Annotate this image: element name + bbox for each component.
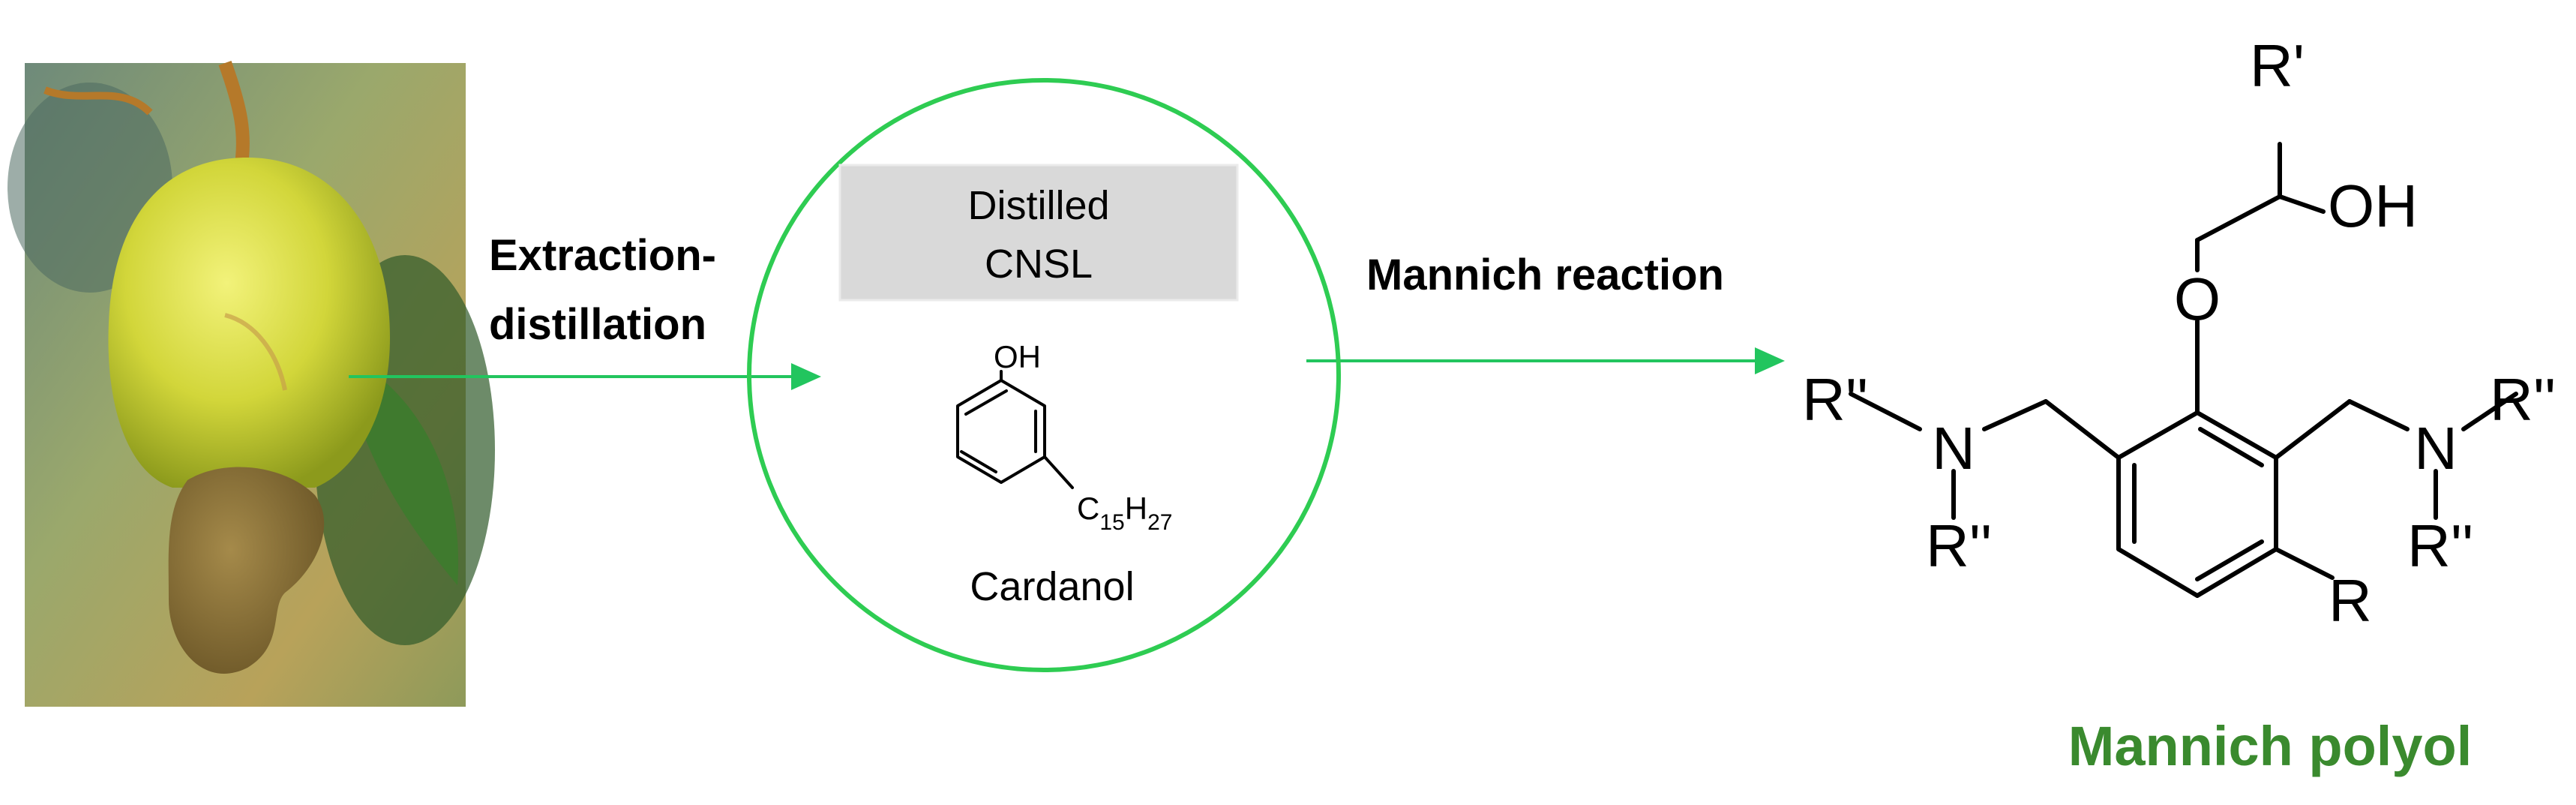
product-r2-right-top-label: R'' [2490, 366, 2556, 433]
extraction-label-line2: distillation [489, 300, 706, 349]
mannich-reaction-label: Mannich reaction [1366, 251, 1724, 299]
distilled-cnsl-line2: CNSL [985, 242, 1093, 287]
cardanol-structure: OH C15H27 Cardanol [956, 339, 1172, 609]
arrow-mannich [1306, 347, 1785, 374]
cardanol-circle [747, 78, 1341, 672]
product-name: Mannich polyol [2068, 715, 2473, 777]
product-n-left-label: N [1932, 415, 1975, 482]
cardanol-oh-label: OH [994, 339, 1041, 374]
product-r-prime-label: R' [2250, 32, 2305, 99]
product-r-label: R [2329, 567, 2372, 634]
distilled-cnsl-box: Distilled CNSL [838, 164, 1239, 302]
distilled-cnsl-line1: Distilled [967, 183, 1109, 228]
product-r2-right-bottom-label: R'' [2407, 512, 2473, 579]
product-r2-left-top-label: R'' [1802, 366, 1868, 433]
mannich-polyol-structure: R' OH O N N R'' R'' R'' R'' R [1802, 32, 2556, 634]
arrow-extraction [349, 363, 821, 390]
product-o-label: O [2174, 266, 2221, 332]
extraction-label-line1: Extraction- [489, 231, 716, 280]
product-oh-label: OH [2328, 173, 2418, 239]
cardanol-name: Cardanol [970, 564, 1134, 609]
product-n-right-label: N [2414, 415, 2458, 482]
product-r2-left-bottom-label: R'' [1926, 512, 1992, 579]
cashew-photo [7, 60, 495, 707]
cardanol-chain-label: C15H27 [1077, 491, 1172, 535]
